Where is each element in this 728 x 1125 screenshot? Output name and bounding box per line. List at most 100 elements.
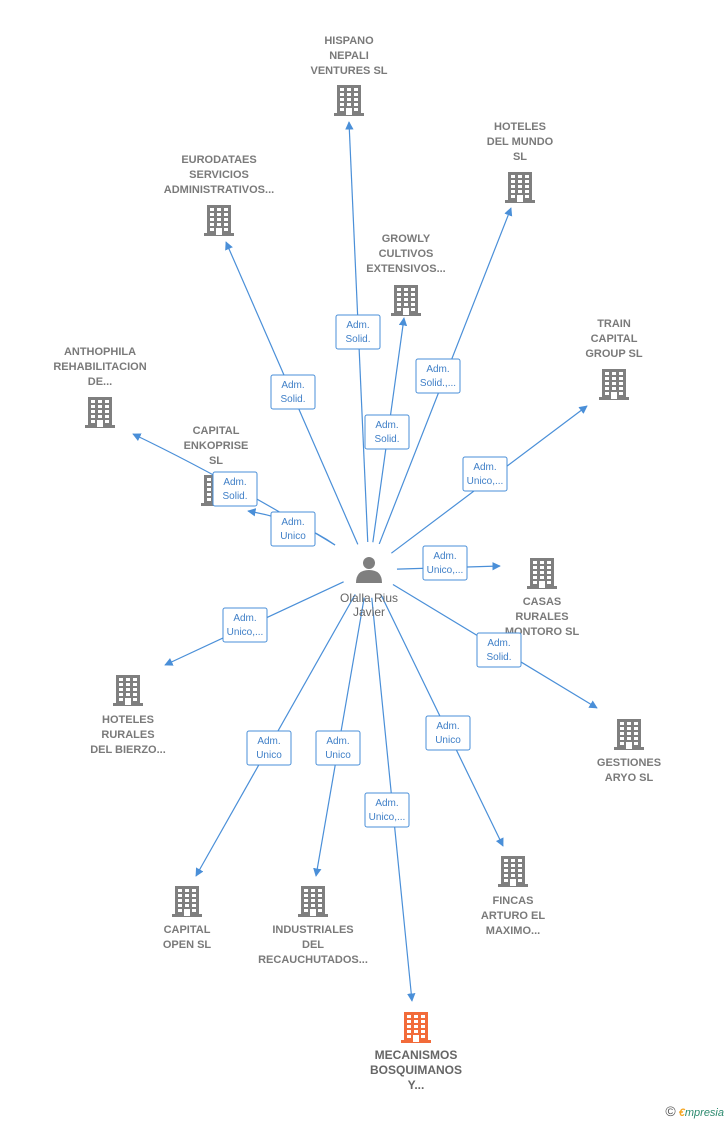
building-icon[interactable] [614, 719, 644, 750]
relation-label-gestiones: Adm. Solid. [476, 632, 522, 668]
company-name-enkoprise[interactable]: ENKOPRISE [184, 440, 249, 452]
person-icon[interactable] [356, 557, 382, 583]
relation-role-text: Adm. [426, 364, 449, 375]
relation-role-text: Adm. [223, 477, 246, 488]
copyright-symbol: © [665, 1103, 676, 1119]
relation-label-capital-open: Adm. Unico [246, 730, 292, 766]
relation-role-text: Unico,... [227, 627, 264, 638]
building-icon[interactable] [498, 856, 528, 887]
relation-role-text: Unico [280, 531, 306, 542]
relation-label-mecanismos: Adm. Unico,... [364, 792, 410, 828]
relation-role-text: Unico,... [467, 476, 504, 487]
company-name-mecanismos[interactable]: MECANISMOS [375, 1048, 458, 1062]
building-icon[interactable] [113, 675, 143, 706]
company-name-capital-open[interactable]: OPEN SL [163, 939, 212, 951]
company-name-hoteles-bierzo[interactable]: DEL BIERZO... [90, 744, 166, 756]
relation-label-hoteles-mundo: Adm.Solid.,... [415, 358, 461, 394]
company-name-train[interactable]: TRAIN [597, 318, 631, 330]
relation-role-text: Solid. [374, 434, 399, 445]
relation-role-text: Solid. [486, 652, 511, 663]
company-name-anthophila[interactable]: REHABILITACION [53, 361, 146, 373]
nodes-layer: HISPANO NEPALI VENTURES SL HOTELES DEL MUNDO… [53, 35, 661, 1092]
relation-role-text: Adm. [487, 638, 510, 649]
company-name-industriales[interactable]: RECAUCHUTADOS... [258, 954, 368, 966]
company-name-hoteles-bierzo[interactable]: HOTELES [102, 714, 154, 726]
relation-role-text: Adm. [281, 517, 304, 528]
company-name-train[interactable]: CAPITAL [591, 333, 638, 345]
relation-role-text: Solid. [222, 491, 247, 502]
company-name-mecanismos[interactable]: Y... [408, 1078, 425, 1092]
brand-logo-letter: € [678, 1107, 685, 1119]
company-name-hispano[interactable]: HISPANO [324, 35, 374, 47]
person-name[interactable]: Javier [353, 605, 385, 619]
company-name-growly[interactable]: CULTIVOS [379, 248, 434, 260]
relation-label-fincas: Adm.Unico [425, 715, 471, 751]
company-name-casas[interactable]: MONTORO SL [505, 626, 580, 638]
relation-role-text: Adm. [473, 462, 496, 473]
building-icon[interactable] [298, 886, 328, 917]
company-name-enkoprise[interactable]: SL [209, 455, 223, 467]
company-name-eurodataes[interactable]: EURODATAES [181, 154, 256, 166]
company-name-eurodataes[interactable]: SERVICIOS [189, 169, 249, 181]
company-name-industriales[interactable]: INDUSTRIALES [272, 924, 353, 936]
company-name-growly[interactable]: GROWLY [382, 233, 431, 245]
relation-role-text: Adm. [326, 736, 349, 747]
building-icon[interactable] [505, 172, 535, 203]
company-name-train[interactable]: GROUP SL [585, 348, 643, 360]
company-name-fincas[interactable]: FINCAS [493, 895, 534, 907]
relation-role-text: Unico,... [369, 812, 406, 823]
relation-role-text: Adm. [281, 380, 304, 391]
company-name-gestiones[interactable]: ARYO SL [605, 772, 654, 784]
building-icon[interactable] [204, 205, 234, 236]
building-icon[interactable] [334, 85, 364, 116]
relation-label-hoteles-bierzo: Adm. Unico,... [222, 607, 268, 643]
building-icon[interactable] [527, 558, 557, 589]
relation-label-enkoprise: Adm. Unico [270, 511, 316, 547]
company-name-hoteles-mundo[interactable]: HOTELES [494, 121, 546, 133]
company-name-gestiones[interactable]: GESTIONES [597, 757, 661, 769]
relation-role-text: Adm. [257, 736, 280, 747]
relation-label-anthophila: Adm. Solid. [212, 471, 258, 507]
edge-labels-layer: Adm.Solid.Adm.Solid.,...Adm.Solid.Adm.So… [212, 314, 522, 828]
relation-label-train: Adm. Unico,... [462, 456, 508, 492]
company-name-hoteles-bierzo[interactable]: RURALES [101, 729, 154, 741]
company-name-hoteles-mundo[interactable]: SL [513, 151, 527, 163]
brand-watermark: ©€mpresia [665, 1103, 724, 1119]
brand-name: mpresia [684, 1107, 724, 1119]
company-name-anthophila[interactable]: DE... [88, 376, 112, 388]
relation-role-text: Adm. [346, 320, 369, 331]
relation-role-text: Solid. [345, 334, 370, 345]
person-name[interactable]: Olalla Rius [340, 591, 398, 605]
building-icon[interactable] [172, 886, 202, 917]
company-name-hispano[interactable]: NEPALI [329, 50, 369, 62]
company-name-casas[interactable]: RURALES [515, 611, 568, 623]
relation-role-text: Adm. [436, 721, 459, 732]
company-name-enkoprise[interactable]: CAPITAL [193, 425, 240, 437]
company-name-fincas[interactable]: ARTURO EL [481, 910, 545, 922]
building-icon[interactable] [85, 397, 115, 428]
company-name-casas[interactable]: CASAS [523, 596, 562, 608]
relation-role-text: Adm. [375, 798, 398, 809]
relation-role-text: Unico,... [427, 565, 464, 576]
building-icon[interactable] [599, 369, 629, 400]
relation-label-eurodataes: Adm.Solid. [270, 374, 316, 410]
relation-role-text: Adm. [375, 420, 398, 431]
company-name-anthophila[interactable]: ANTHOPHILA [64, 346, 136, 358]
company-name-capital-open[interactable]: CAPITAL [164, 924, 211, 936]
company-name-hoteles-mundo[interactable]: DEL MUNDO [487, 136, 554, 148]
relation-label-hispano: Adm. Solid. [335, 314, 381, 350]
building-icon[interactable] [401, 1012, 431, 1043]
company-name-fincas[interactable]: MAXIMO... [486, 925, 540, 937]
relation-role-text: Unico [325, 750, 351, 761]
company-name-mecanismos[interactable]: BOSQUIMANOS [370, 1063, 462, 1077]
relation-role-text: Adm. [233, 613, 256, 624]
relation-label-industriales: Adm. Unico [315, 730, 361, 766]
building-icon[interactable] [391, 285, 421, 316]
company-name-growly[interactable]: EXTENSIVOS... [366, 263, 445, 275]
company-name-industriales[interactable]: DEL [302, 939, 324, 951]
company-name-eurodataes[interactable]: ADMINISTRATIVOS... [164, 184, 274, 196]
relation-label-growly: Adm. Solid. [364, 414, 410, 450]
company-name-hispano[interactable]: VENTURES SL [310, 65, 387, 77]
relation-role-text: Unico [256, 750, 282, 761]
